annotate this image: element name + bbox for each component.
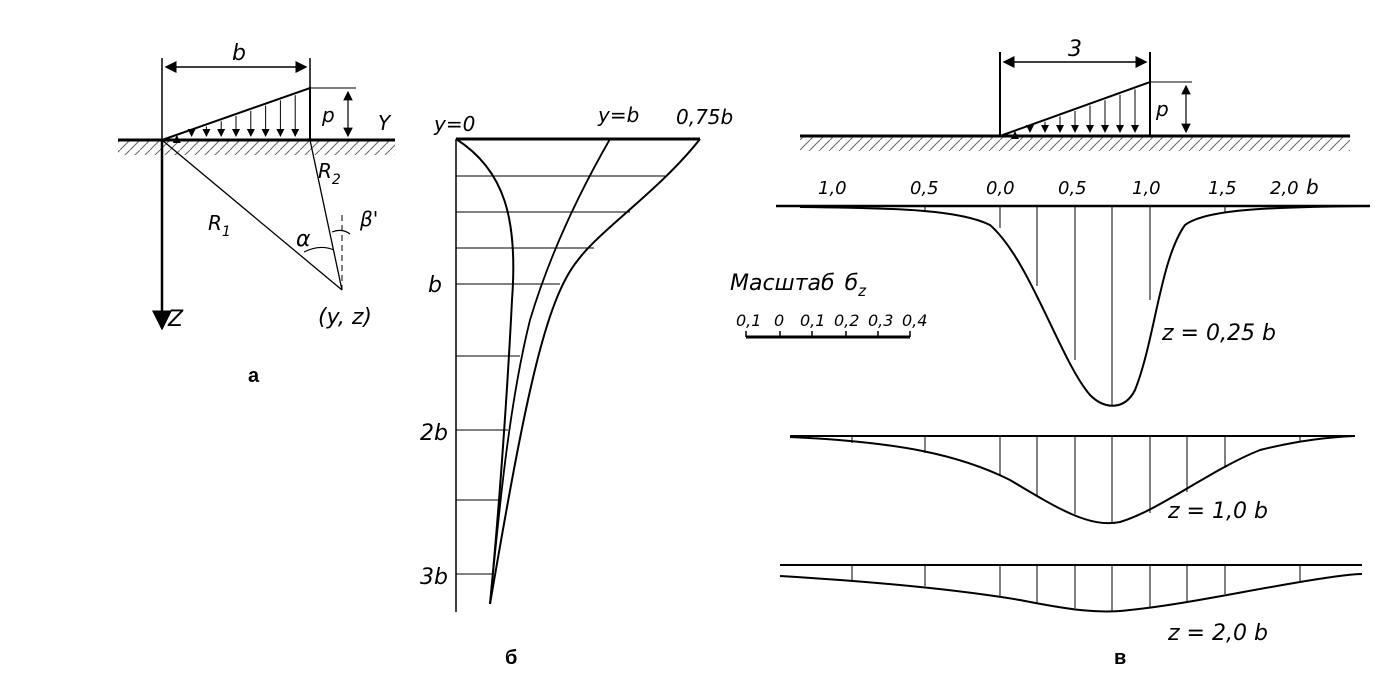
width-label-c: 3 — [1068, 37, 1082, 62]
depth-tick-3b: 3b — [420, 565, 448, 590]
radius-r2 — [309, 139, 343, 291]
x-tick-2: 0,5 — [910, 178, 939, 199]
beta-arc — [331, 229, 351, 235]
label-z20: z = 2,0 b — [1167, 621, 1268, 646]
load-label-a: p — [321, 103, 335, 127]
beta-label: β' — [359, 207, 378, 231]
curve-075b — [489, 138, 701, 605]
panel-b: y=0 y=b 0,75b b 2b 3b б — [420, 103, 733, 669]
x-tick-3: 0,0 — [986, 178, 1015, 199]
scale-tick-1: 0,1 — [736, 311, 761, 330]
load-arrows-a — [172, 95, 300, 143]
label-z025: z = 0,25 b — [1161, 321, 1276, 346]
ordinates-z025 — [924, 206, 1226, 405]
curve-line-z20 — [779, 573, 1363, 613]
ordinates-z20 — [851, 565, 1301, 612]
scale-tick-5: 0,3 — [868, 311, 893, 330]
alpha-arc — [303, 246, 335, 253]
curve-z025: z = 0,25 b — [776, 204, 1371, 407]
soil-hatch-c — [800, 137, 1350, 151]
label-yb: y=b — [597, 103, 639, 127]
scale-tick-6: 0,4 — [902, 311, 927, 330]
x-tick-4: 0,5 — [1058, 178, 1087, 199]
curve-line-z025 — [799, 205, 1371, 407]
depth-tick-b: b — [428, 273, 442, 298]
axis-z-label: Z — [167, 307, 184, 332]
label-y0: y=0 — [433, 112, 475, 136]
curve-y0 — [455, 138, 515, 605]
scale-tick-3: 0,1 — [800, 311, 825, 330]
scale-ticks — [745, 331, 911, 337]
x-tick-5: 1,0 — [1132, 178, 1161, 199]
x-tick-6: 1,5 — [1208, 178, 1237, 199]
ordinates-z10 — [851, 436, 1301, 522]
horizontal-lines-b — [456, 175, 665, 575]
load-arrows-c — [1011, 89, 1139, 139]
x-tick-unit: b — [1306, 175, 1319, 199]
point-label: (y, z) — [318, 305, 372, 330]
x-tick-7: 2,0 — [1270, 178, 1299, 199]
panel-a: b p Y Z R1 R2 α β' (y, z) а — [118, 41, 395, 387]
radius-r1 — [161, 139, 343, 291]
scale-tick-4: 0,2 — [834, 311, 859, 330]
caption-c: в — [1114, 647, 1126, 669]
panel-c: 3 p 1,0 0,5 0,0 0,5 1,0 1,5 2,0 b z = 0,… — [730, 37, 1371, 669]
curve-yb — [489, 138, 611, 605]
curve-z20: z = 2,0 b — [779, 564, 1363, 646]
axis-y-label: Y — [378, 111, 392, 135]
r2-label: R2 — [318, 159, 341, 188]
load-label-c: p — [1155, 97, 1169, 121]
r1-label: R1 — [208, 211, 231, 240]
label-z10: z = 1,0 b — [1167, 499, 1268, 524]
soil-hatch-a — [118, 141, 395, 155]
depth-tick-2b: 2b — [420, 421, 448, 446]
x-tick-1: 1,0 — [818, 178, 847, 199]
caption-b: б — [505, 647, 517, 669]
curve-line-z10 — [789, 435, 1356, 525]
scale-tick-2: 0 — [774, 311, 784, 330]
curve-z10: z = 1,0 b — [789, 435, 1356, 525]
label-075b: 0,75b — [676, 105, 733, 129]
caption-a: а — [248, 365, 260, 387]
width-label-a: b — [232, 41, 246, 66]
alpha-label: α — [296, 227, 311, 252]
